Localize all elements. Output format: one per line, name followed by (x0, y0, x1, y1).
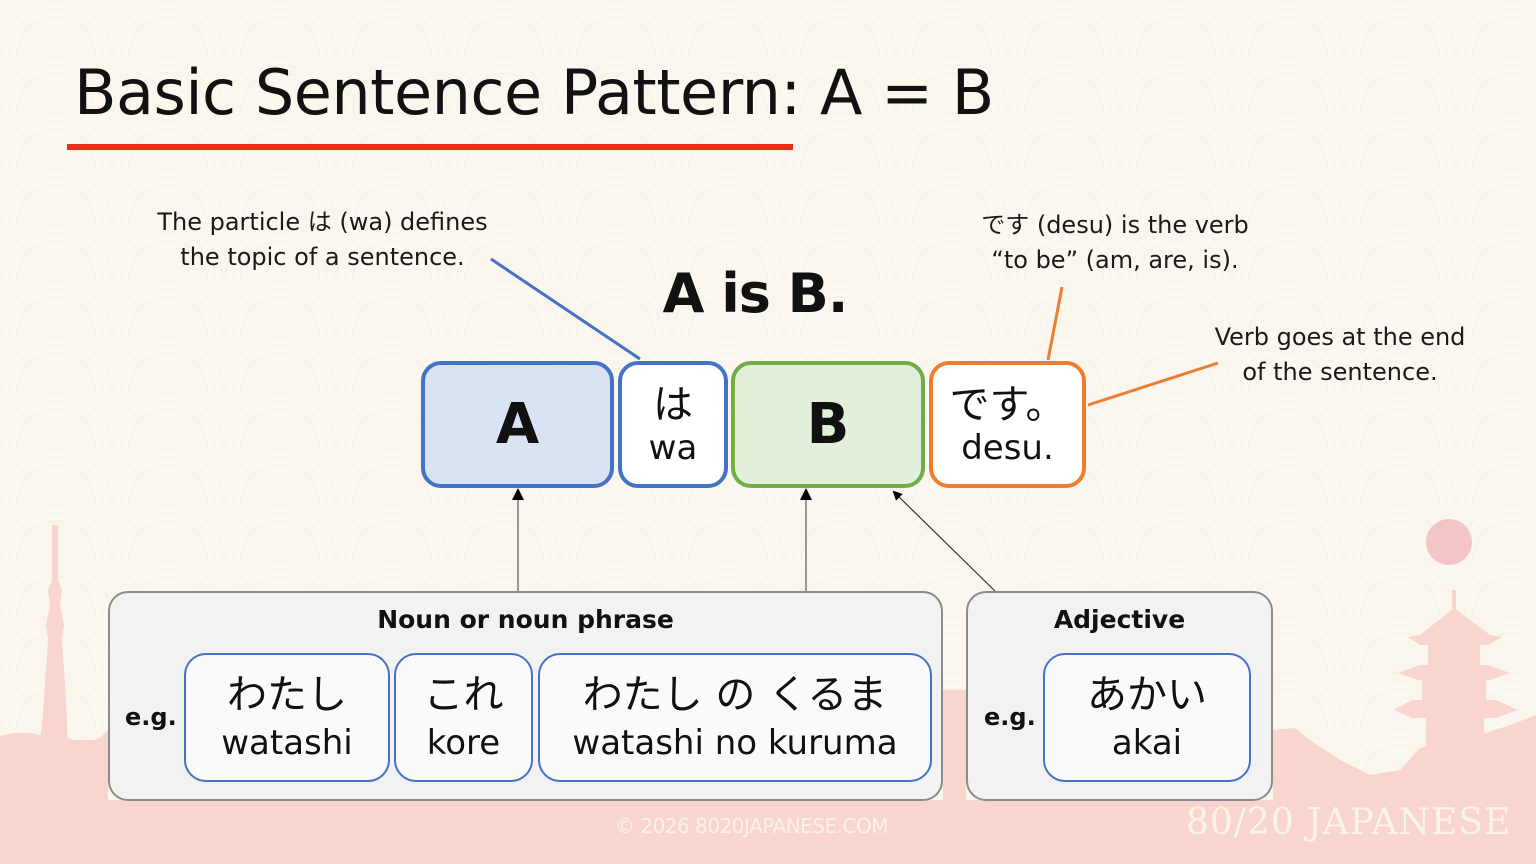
annotation-particle-wa: The particle は (wa) defines the topic of… (130, 205, 515, 275)
example-kana: わたし (227, 671, 347, 718)
adjective-group: Adjective e.g. あかい akai (966, 591, 1273, 801)
desu-kana: です。 (949, 381, 1066, 428)
adjective-group-title: Adjective (1053, 605, 1186, 634)
wa-kana: は (653, 381, 693, 428)
skytree-icon (40, 525, 68, 745)
copyright-text: © 2026 8020JAPANESE.COM (615, 814, 888, 838)
example-romaji: akai (1111, 722, 1183, 763)
annotation-desu-verb: です (desu) is the verb “to be” (am, are, … (955, 208, 1275, 278)
pattern-label-a: A (495, 391, 540, 457)
pattern-box-a: A (421, 361, 614, 488)
brand-logo: 80/20 JAPANESE (1186, 802, 1512, 843)
example-watashi: わたし watashi (184, 653, 390, 782)
example-kana: あかい (1087, 671, 1207, 718)
noun-group-title: Noun or noun phrase (377, 605, 674, 634)
headline-a-is-b: A is B. (662, 262, 849, 325)
eg-label: e.g. (125, 703, 177, 731)
example-romaji: kore (426, 722, 501, 763)
annotation-line: the topic of a sentence. (180, 243, 465, 271)
title-underline (67, 144, 793, 150)
page-title: Basic Sentence Pattern: A = B (74, 56, 994, 129)
annotation-line: of the sentence. (1242, 358, 1438, 386)
example-kana: わたし の くるま (582, 671, 888, 718)
wa-romaji: wa (648, 427, 698, 468)
sun-icon (1426, 519, 1472, 565)
annotation-line: です (desu) is the verb (981, 211, 1249, 239)
example-watashi-no-kuruma: わたし の くるま watashi no kuruma (538, 653, 932, 782)
pattern-box-wa: は wa (618, 361, 728, 488)
pattern-label-b: B (806, 391, 850, 457)
example-akai: あかい akai (1043, 653, 1251, 782)
annotation-line: “to be” (am, are, is). (991, 246, 1239, 274)
pattern-box-desu: です。 desu. (929, 361, 1086, 488)
noun-group: Noun or noun phrase e.g. わたし watashi これ … (108, 591, 943, 801)
arrow-adjective-to-b (892, 490, 996, 592)
pagoda-icon (1394, 590, 1518, 758)
pattern-box-b: B (731, 361, 925, 488)
annotation-line: The particle は (wa) defines (157, 208, 488, 236)
annotation-line: Verb goes at the end (1214, 323, 1466, 351)
example-romaji: watashi no kuruma (572, 722, 898, 763)
example-romaji: watashi (221, 722, 353, 763)
example-kana: これ (423, 671, 504, 718)
eg-label: e.g. (984, 703, 1036, 731)
desu-romaji: desu. (961, 427, 1054, 468)
pointer-line-desu (1046, 286, 1064, 361)
example-kore: これ kore (394, 653, 533, 782)
annotation-verb-end: Verb goes at the end of the sentence. (1195, 320, 1485, 390)
